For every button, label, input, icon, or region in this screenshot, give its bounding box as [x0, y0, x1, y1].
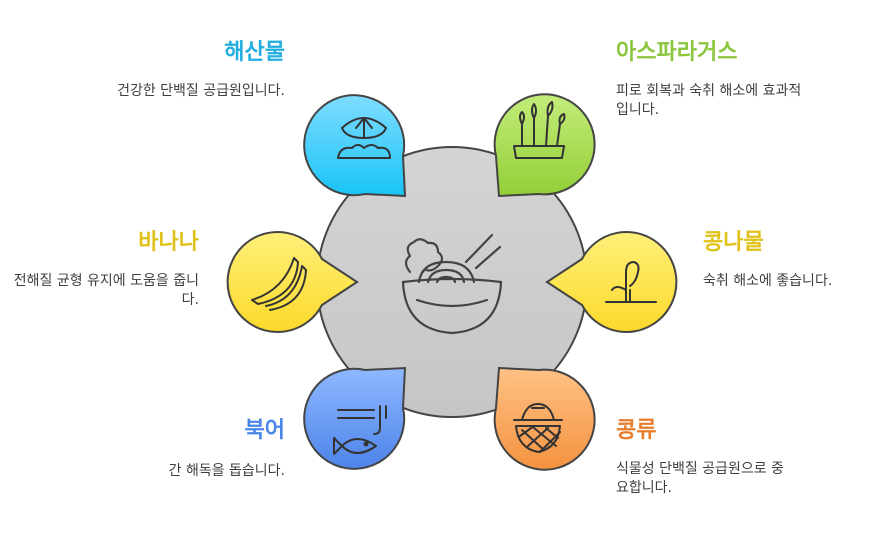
legumes-node: [493, 366, 596, 471]
asparagus-icon: [513, 101, 566, 159]
bean-sprouts-node: [545, 231, 678, 333]
bean-sprouts-title: 콩나물: [703, 230, 764, 255]
bowl-icon: [401, 233, 503, 335]
legumes-title: 콩류: [616, 418, 657, 443]
pollack-desc: 간 해독을 돕습니다.: [168, 463, 285, 479]
basket-icon: [513, 403, 563, 453]
legumes-desc: 식물성 단백질 공급원으로 중요합니다.: [616, 461, 784, 496]
fish-icon: [333, 405, 387, 455]
seafood-desc: 건강한 단백질 공급원입니다.: [117, 83, 285, 99]
seafood-title: 해산물: [224, 40, 285, 65]
seafood-icon: [337, 117, 391, 159]
pollack-title: 북어: [244, 418, 285, 443]
banana-desc: 전해질 균형 유지에 도움을 줍니다.: [13, 273, 199, 308]
banana-icon: [251, 257, 307, 311]
asparagus-desc: 피로 회복과 숙취 해소에 효과적입니다.: [616, 83, 802, 118]
banana-title: 바나나: [138, 230, 199, 255]
bean-sprouts-desc: 숙취 해소에 좋습니다.: [703, 273, 833, 289]
sprout-icon: [605, 261, 657, 303]
asparagus-title: 아스파라거스: [616, 40, 738, 65]
